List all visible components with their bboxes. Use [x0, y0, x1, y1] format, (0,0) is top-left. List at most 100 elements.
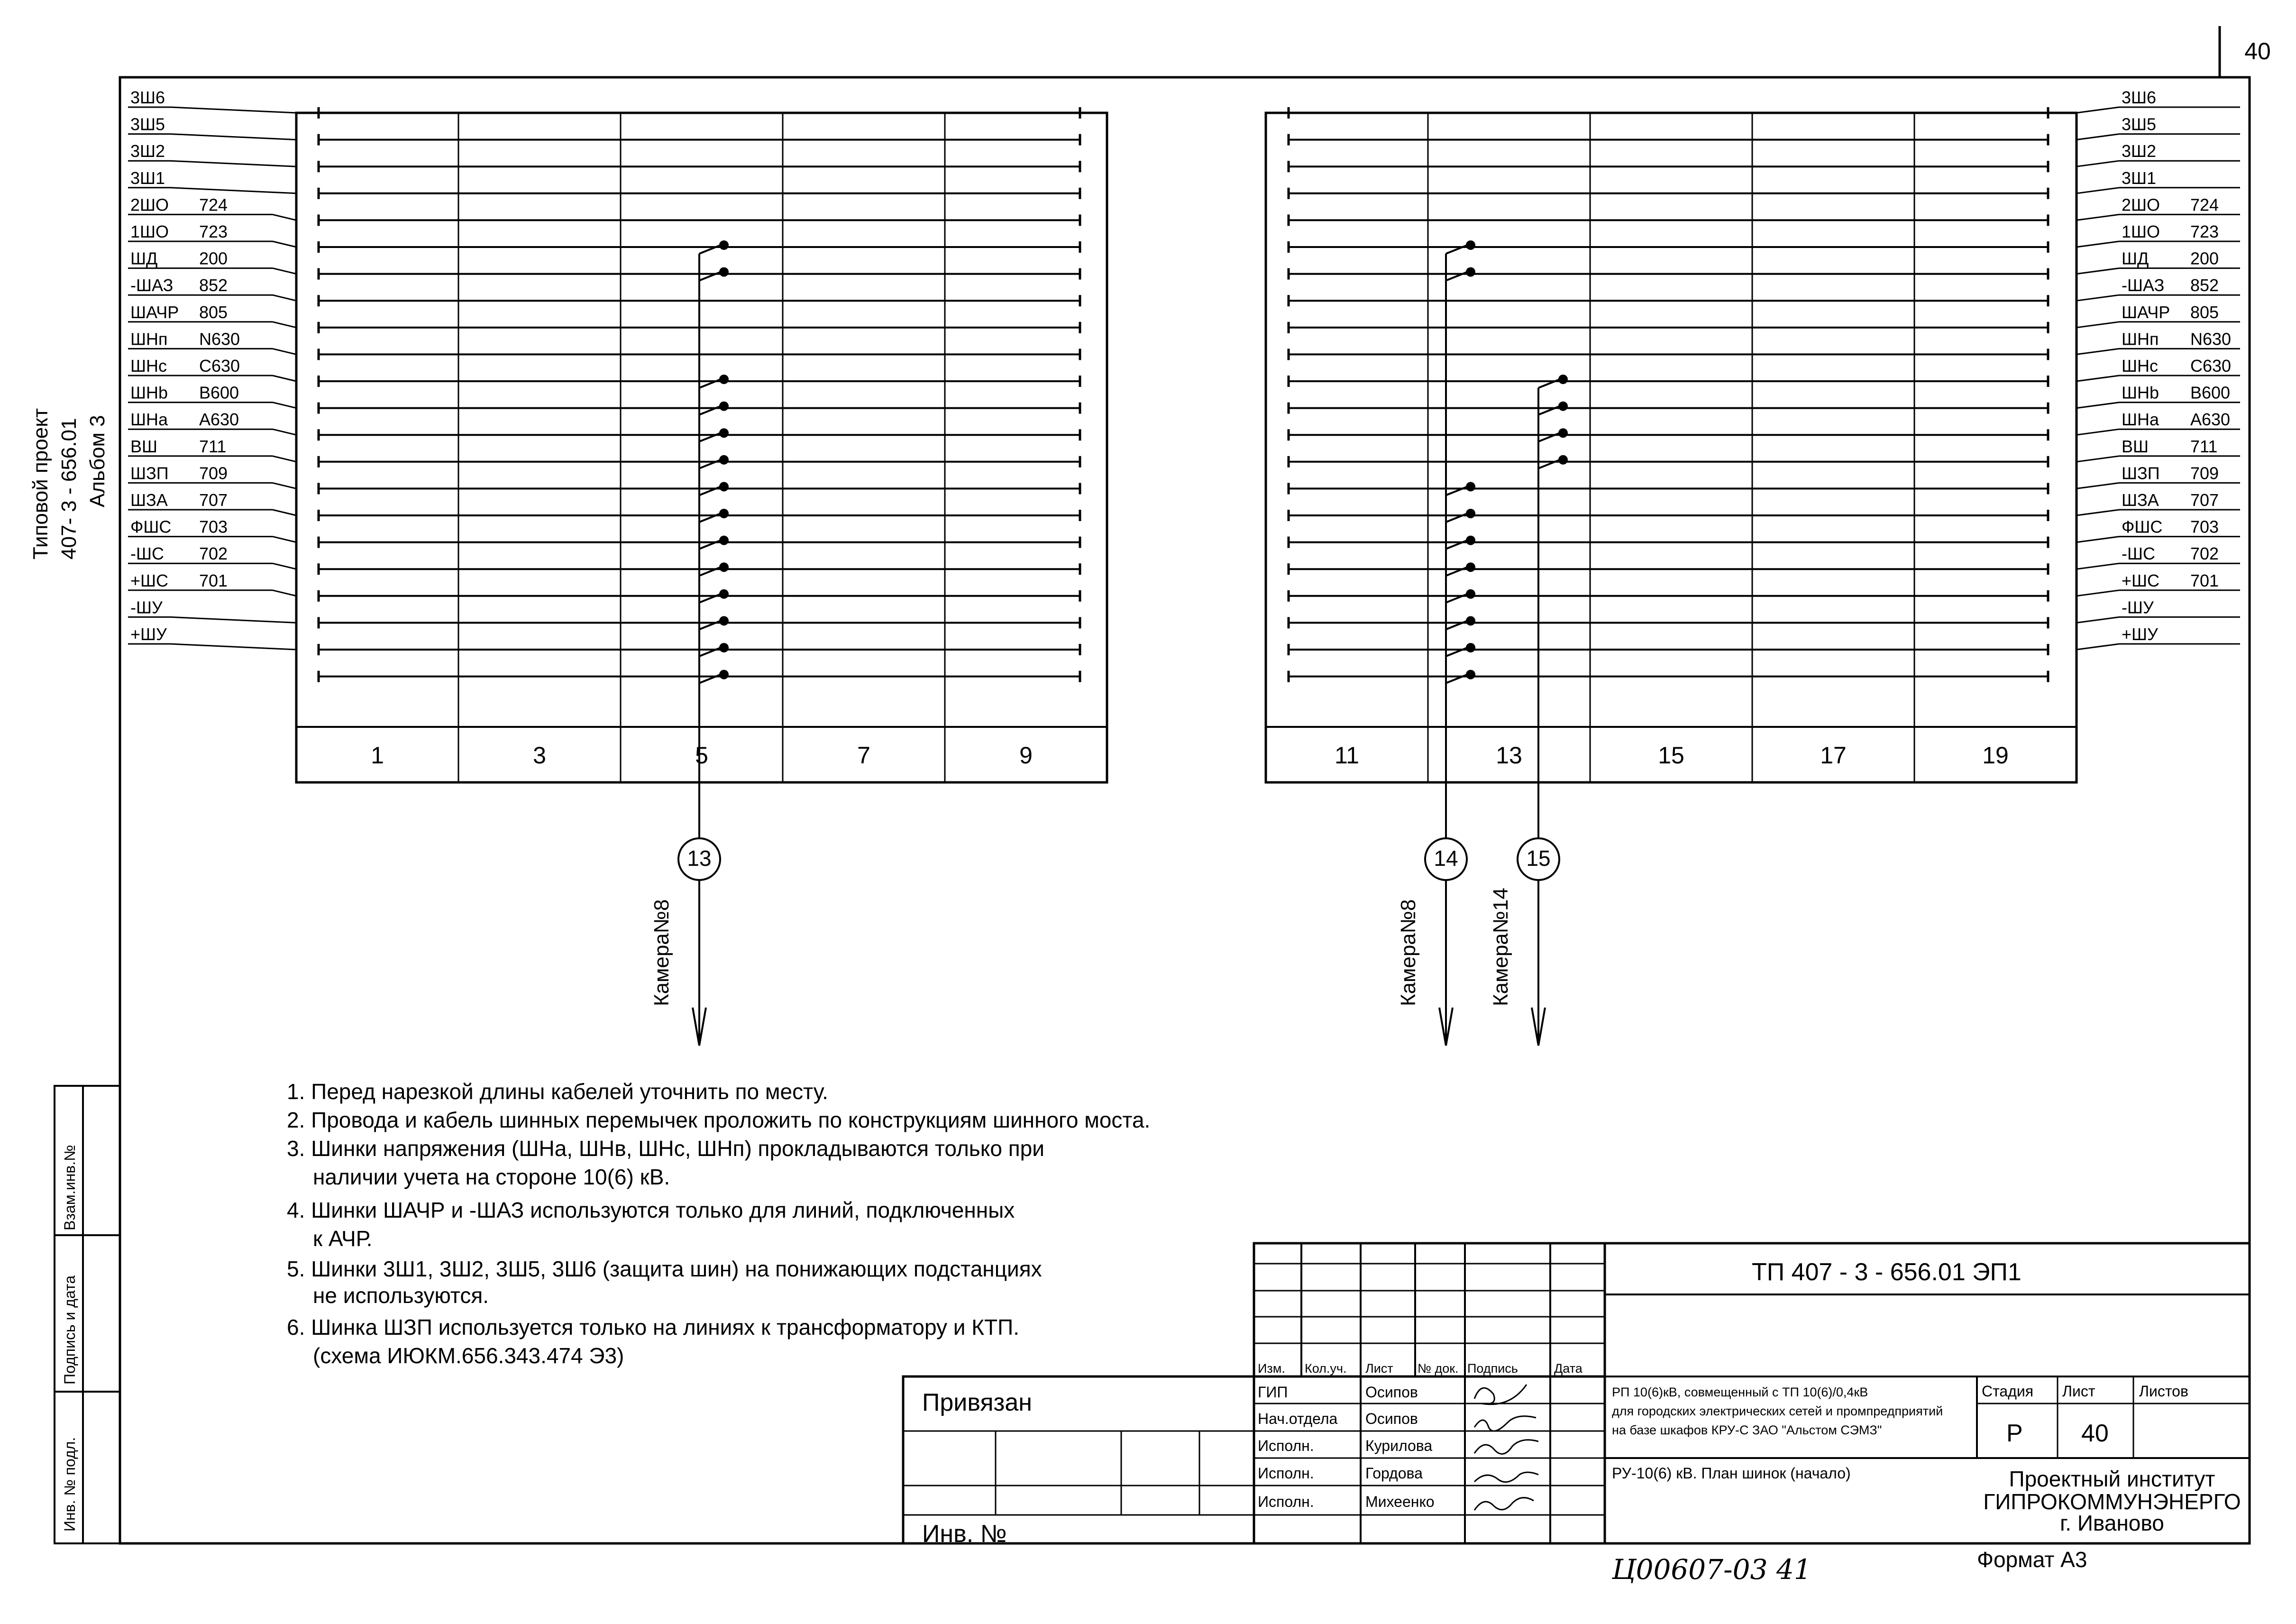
bus-code-right: 703	[2190, 517, 2219, 537]
connection-dot	[719, 670, 729, 679]
bus-code-left: 709	[199, 463, 228, 483]
cable-tap	[1445, 646, 1470, 657]
bus-label-right: -ШС	[2122, 544, 2155, 563]
bus-label-right: 1ШО	[2122, 222, 2160, 241]
signature-marks	[1473, 1384, 1539, 1511]
cable-arrow	[1531, 1007, 1546, 1046]
sheet-value: 40	[2081, 1420, 2109, 1447]
name-dept-head: Осипов	[1365, 1410, 1418, 1427]
cable-destination: Камера№14	[1489, 888, 1512, 1006]
bus-label-leader	[272, 240, 297, 248]
cable-tap	[699, 672, 723, 684]
bus-label-leader	[2076, 213, 2120, 221]
panel-number-19: 19	[1982, 742, 2009, 769]
header-date: Дата	[1554, 1361, 1583, 1376]
cable-tap	[699, 485, 723, 496]
bus-label-left: 2ШО	[130, 195, 169, 214]
bus-code-left: 200	[199, 249, 228, 268]
margin-field-signature: Подпись и дата	[61, 1275, 78, 1385]
bus-label-leader	[2076, 616, 2120, 624]
svg-text:(схема ИЮКМ.656.343.474 Э3): (схема ИЮКМ.656.343.474 Э3)	[313, 1343, 624, 1368]
header-doc-no: № док.	[1418, 1361, 1459, 1376]
org-line2: ГИПРОКОММУНЭНЕРГО	[1983, 1489, 2241, 1514]
cable-tap	[699, 512, 723, 523]
bus-label-right: ШЗА	[2122, 490, 2159, 510]
bus-code-left: 805	[199, 303, 228, 322]
bus-label-left: ШД	[130, 249, 157, 268]
bus-label-leader	[2076, 455, 2120, 463]
cable-tap	[699, 646, 723, 657]
note-4-line-1: 4. Шинки ШАЧР и -ШАЗ используются только…	[287, 1198, 1015, 1222]
title-block	[902, 1242, 2251, 1545]
cable-tap	[1445, 619, 1470, 631]
bus-label-left: ШЗП	[130, 463, 169, 483]
panel-number-5: 5	[695, 742, 708, 769]
bus-code-left: N630	[199, 329, 240, 349]
cable-tap	[1445, 485, 1470, 496]
bus-code-left: C630	[199, 356, 240, 376]
connection-dot	[1466, 535, 1475, 545]
bus-label-left: 3Ш1	[130, 168, 165, 188]
bus-label-leader	[272, 482, 297, 489]
connection-dot	[1466, 509, 1475, 518]
side-stamp-line3: Альбом 3	[86, 415, 109, 507]
bus-code-right: 805	[2190, 303, 2219, 322]
object-title-line1: РП 10(6)кВ, совмещенный с ТП 10(6)/0,4кВ	[1612, 1385, 1868, 1399]
bus-code-right: N630	[2190, 329, 2231, 349]
cable-tap	[699, 431, 723, 443]
bus-label-leader	[2076, 375, 2120, 382]
bus-label-leader	[170, 160, 297, 167]
side-stamp-line1: Типовой проект	[29, 408, 52, 560]
bus-label-leader	[2076, 187, 2120, 194]
cable-number: 15	[1526, 846, 1550, 871]
bus-label-leader	[170, 643, 297, 651]
bus-label-left: 1ШО	[130, 222, 169, 241]
connection-dot	[719, 616, 729, 626]
bus-label-right: 3Ш5	[2122, 115, 2156, 134]
bus-label-right: 3Ш1	[2122, 168, 2156, 188]
bus-label-right: ШЗП	[2122, 463, 2160, 483]
bus-label-leader	[2076, 402, 2120, 409]
cable-tap	[699, 458, 723, 469]
bus-code-left: 711	[199, 437, 226, 456]
cable-tap	[1538, 404, 1563, 416]
bus-label-leader	[2076, 294, 2120, 302]
margin-field-replacement: Взам.инв.№	[61, 1145, 78, 1230]
bus-label-right: ШНb	[2122, 383, 2159, 403]
connection-dot	[719, 562, 729, 572]
connection-dot	[1466, 670, 1475, 679]
svg-text:наличии учета на стороне 10(6): наличии учета на стороне 10(6) кВ.	[313, 1165, 670, 1189]
cable-tap	[1445, 270, 1470, 282]
side-stamp: Типовой проект 407- 3 - 656.01 Альбом 3	[29, 408, 109, 560]
bus-label-leader	[170, 616, 297, 624]
svg-text:6. Шинка ШЗП используется толь: 6. Шинка ШЗП используется только на лини…	[287, 1315, 1019, 1340]
bus-label-right: +ШУ	[2122, 624, 2159, 644]
bus-label-right: 3Ш2	[2122, 141, 2156, 161]
connection-dot	[719, 535, 729, 545]
right-panel-outline	[1264, 111, 2078, 784]
bus-label-leader	[272, 402, 297, 409]
bus-code-right: 707	[2190, 490, 2219, 510]
panel-number-13: 13	[1496, 742, 1522, 769]
bus-label-leader	[272, 375, 297, 382]
bus-label-left: 3Ш2	[130, 141, 165, 161]
sheet-label: Лист	[2062, 1383, 2095, 1400]
connection-dot	[1466, 267, 1475, 277]
inventory-label: Инв. №	[922, 1520, 1006, 1548]
bus-label-left: ШАЧР	[130, 303, 179, 322]
bus-code-right: 852	[2190, 275, 2219, 295]
bus-label-leader	[2076, 536, 2120, 543]
connection-dot	[719, 240, 729, 250]
notes-block: 1. Перед нарезкой длины кабелей уточнить…	[287, 1079, 1150, 1368]
bus-code-right: 709	[2190, 463, 2219, 483]
header-signature: Подпись	[1467, 1361, 1518, 1376]
bus-label-leader	[272, 509, 297, 516]
bus-code-right: 723	[2190, 222, 2219, 241]
bus-code-right: 724	[2190, 195, 2219, 214]
bus-code-right: 711	[2190, 437, 2217, 456]
cable-tap	[699, 565, 723, 577]
bus-label-left: ФШС	[130, 517, 171, 537]
bus-label-leader	[2076, 267, 2120, 275]
cable-tap	[699, 592, 723, 604]
